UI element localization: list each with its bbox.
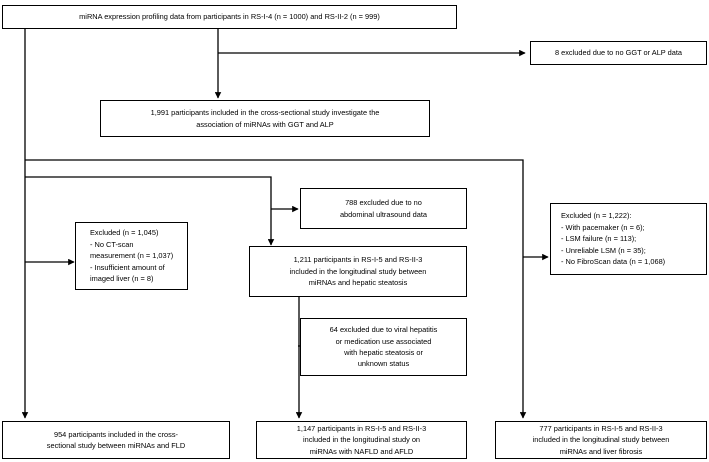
- node-longitudinal-steatosis-text: 1,211 participants in RS-I-5 and RS-II-3…: [289, 255, 427, 288]
- node-outcome-fld-text: 954 participants included in the cross- …: [46, 429, 186, 450]
- node-excluded-fibroscan-text: Excluded (n = 1,222): - With pacemaker (…: [561, 211, 666, 267]
- node-outcome-fld: 954 participants included in the cross- …: [2, 421, 230, 459]
- node-excluded-ggt-alp-text: 8 excluded due to no GGT or ALP data: [554, 48, 683, 58]
- node-outcome-liver-fibrosis-text: 777 participants in RS-I-5 and RS-II-3 i…: [532, 423, 670, 456]
- node-outcome-nafld-afld: 1,147 participants in RS-I-5 and RS-II-3…: [256, 421, 467, 459]
- node-excluded-ultrasound: 788 excluded due to no abdominal ultraso…: [300, 188, 467, 229]
- node-source-cohort-text: miRNA expression profiling data from par…: [79, 12, 380, 22]
- node-excluded-hepatitis: 64 excluded due to viral hepatitis or me…: [300, 318, 467, 376]
- node-excluded-ct-scan: Excluded (n = 1,045) - No CT-scan measur…: [75, 222, 188, 290]
- node-excluded-ultrasound-text: 788 excluded due to no abdominal ultraso…: [339, 198, 428, 219]
- node-excluded-fibroscan: Excluded (n = 1,222): - With pacemaker (…: [550, 203, 707, 275]
- node-cross-sectional-ggt-alp: 1,991 participants included in the cross…: [100, 100, 430, 137]
- node-excluded-ggt-alp: 8 excluded due to no GGT or ALP data: [530, 41, 707, 65]
- node-longitudinal-steatosis: 1,211 participants in RS-I-5 and RS-II-3…: [249, 246, 467, 297]
- node-outcome-nafld-afld-text: 1,147 participants in RS-I-5 and RS-II-3…: [296, 423, 427, 456]
- node-excluded-ct-scan-text: Excluded (n = 1,045) - No CT-scan measur…: [90, 228, 174, 284]
- node-excluded-hepatitis-text: 64 excluded due to viral hepatitis or me…: [329, 325, 438, 369]
- node-outcome-liver-fibrosis: 777 participants in RS-I-5 and RS-II-3 i…: [495, 421, 707, 459]
- node-source-cohort: miRNA expression profiling data from par…: [2, 5, 457, 29]
- node-cross-sectional-ggt-alp-text: 1,991 participants included in the cross…: [150, 108, 380, 129]
